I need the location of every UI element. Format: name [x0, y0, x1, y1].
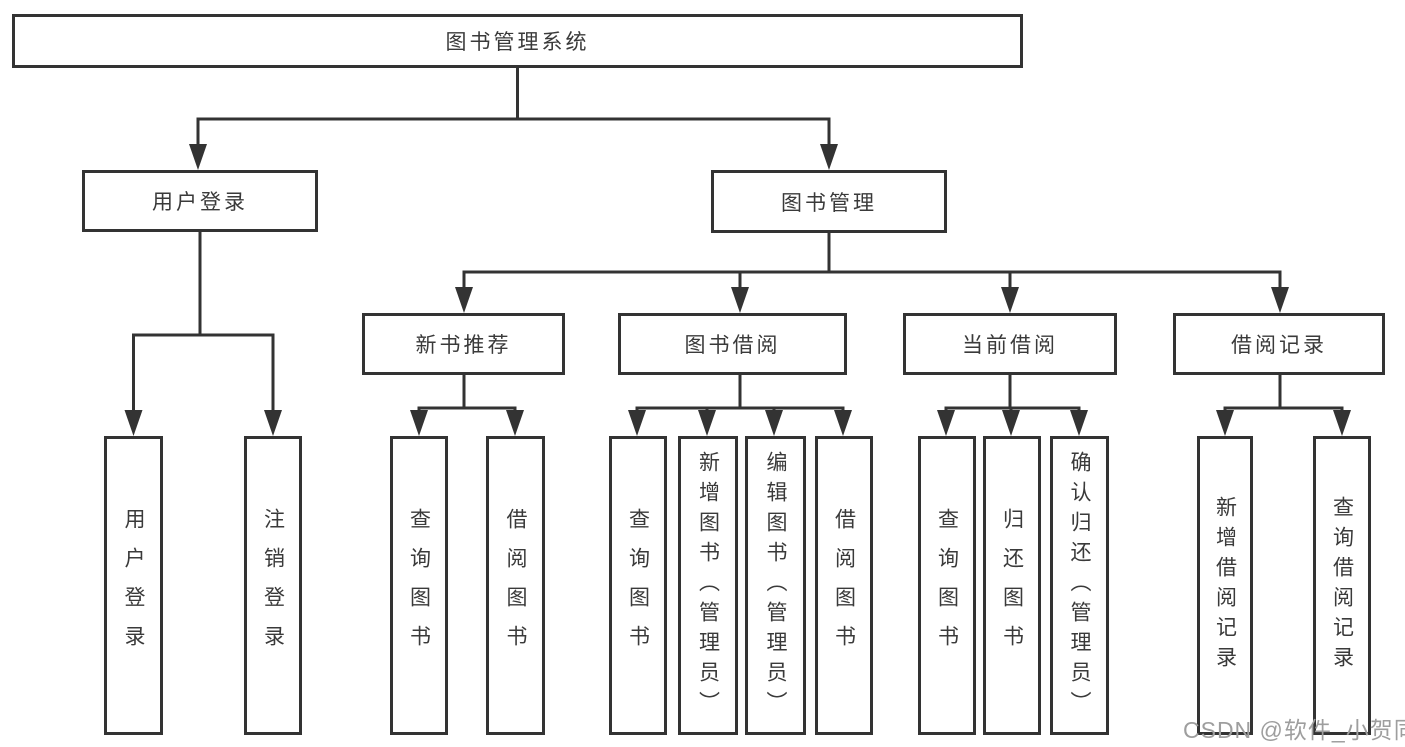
leaf-user-login: 用户登录	[104, 436, 163, 735]
node-library-system: 图书管理系统	[12, 14, 1023, 68]
leaf-borrow-books-borrowing: 借阅图书	[815, 436, 873, 735]
leaf-edit-books-admin: 编辑图书（管理员）	[745, 436, 806, 735]
leaf-label: 查询图书	[407, 507, 431, 664]
leaf-label: 注销登录	[261, 507, 285, 664]
node-label: 当前借阅	[962, 334, 1058, 357]
node-book-management: 图书管理	[711, 170, 947, 233]
csdn-watermark: CSDN @软件_小贺同学	[1183, 717, 1405, 743]
leaf-query-borrow-record: 查询借阅记录	[1313, 436, 1371, 735]
leaf-label: 新增借阅记录	[1213, 495, 1237, 676]
leaf-label: 编辑图书（管理员）	[764, 450, 787, 721]
leaf-query-books-borrowing: 查询图书	[609, 436, 667, 735]
leaf-query-books-current: 查询图书	[918, 436, 976, 735]
leaf-return-books: 归还图书	[983, 436, 1041, 735]
node-label: 图书借阅	[684, 334, 781, 357]
leaf-add-books-admin: 新增图书（管理员）	[678, 436, 738, 735]
leaf-add-borrow-record: 新增借阅记录	[1197, 436, 1253, 735]
node-label: 新书推荐	[415, 334, 512, 357]
leaf-label: 查询图书	[626, 507, 650, 664]
leaf-label: 借阅图书	[504, 507, 527, 664]
leaf-logout: 注销登录	[244, 436, 302, 735]
leaf-label: 用户登录	[122, 507, 145, 664]
node-label: 图书管理系统	[445, 31, 590, 54]
node-book-borrowing: 图书借阅	[618, 313, 847, 375]
leaf-borrow-books-newbook: 借阅图书	[486, 436, 545, 735]
leaf-label: 归还图书	[1000, 507, 1024, 664]
leaf-label: 查询借阅记录	[1330, 495, 1354, 676]
leaf-label: 借阅图书	[832, 507, 856, 664]
node-borrow-records: 借阅记录	[1173, 313, 1385, 375]
node-user-login: 用户登录	[82, 170, 318, 232]
leaf-label: 查询图书	[935, 507, 959, 664]
leaf-label: 确认归还（管理员）	[1068, 450, 1091, 721]
node-label: 借阅记录	[1231, 334, 1327, 357]
leaf-query-books-newbook: 查询图书	[390, 436, 448, 735]
node-label: 图书管理	[781, 191, 877, 215]
node-new-book-recommend: 新书推荐	[362, 313, 565, 375]
leaf-confirm-return-admin: 确认归还（管理员）	[1050, 436, 1109, 735]
node-label: 用户登录	[152, 191, 248, 214]
node-current-borrowing: 当前借阅	[903, 313, 1117, 375]
leaf-label: 新增图书（管理员）	[696, 450, 720, 721]
